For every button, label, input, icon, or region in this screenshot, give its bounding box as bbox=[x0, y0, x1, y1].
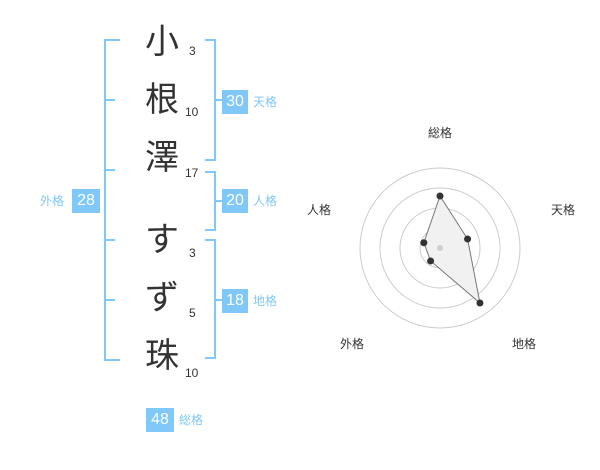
radar-point bbox=[476, 299, 484, 307]
gaikaku-label: 外格 bbox=[40, 194, 65, 208]
stroke-count-6: 10 bbox=[185, 366, 199, 380]
gaikaku-value-badge: 28 bbox=[72, 189, 100, 213]
radar-label-soukaku: 総格 bbox=[427, 126, 452, 140]
jinkaku-label: 人格 bbox=[253, 194, 278, 208]
radar-center-dot bbox=[437, 245, 443, 251]
tenkaku-value-badge: 30 bbox=[222, 90, 248, 114]
name-char-1: 小 bbox=[145, 22, 179, 62]
stroke-count-5: 5 bbox=[189, 306, 196, 320]
jinkaku-value-badge: 20 bbox=[222, 189, 248, 213]
chikaku-label: 地格 bbox=[253, 294, 278, 308]
soukaku-label: 総格 bbox=[179, 413, 204, 427]
radar-label-chikaku: 地格 bbox=[511, 337, 536, 351]
stroke-count-4: 3 bbox=[189, 246, 196, 260]
name-char-4: す bbox=[145, 220, 179, 260]
radar-point bbox=[464, 235, 472, 243]
name-char-5: ず bbox=[145, 278, 179, 318]
chikaku-value-badge: 18 bbox=[222, 289, 248, 313]
soukaku-value-badge: 48 bbox=[146, 408, 174, 432]
name-char-3: 澤 bbox=[145, 138, 179, 178]
stroke-count-3: 17 bbox=[185, 166, 199, 180]
radar-ring bbox=[359, 167, 521, 329]
name-char-6: 珠 bbox=[145, 336, 179, 376]
radar-ring bbox=[379, 187, 501, 309]
radar-polygon bbox=[423, 194, 481, 305]
radar-label-gaikaku: 外格 bbox=[339, 337, 364, 351]
tenkaku-label: 天格 bbox=[253, 95, 278, 109]
radar-point bbox=[427, 257, 435, 265]
radar-label-tenkaku: 天格 bbox=[550, 203, 575, 217]
radar-point bbox=[436, 192, 444, 200]
name-char-2: 根 bbox=[145, 80, 179, 120]
radar-point bbox=[420, 239, 428, 247]
stroke-count-2: 10 bbox=[185, 105, 199, 119]
radar-label-jinkaku: 人格 bbox=[306, 203, 331, 217]
stroke-count-1: 3 bbox=[189, 44, 196, 58]
